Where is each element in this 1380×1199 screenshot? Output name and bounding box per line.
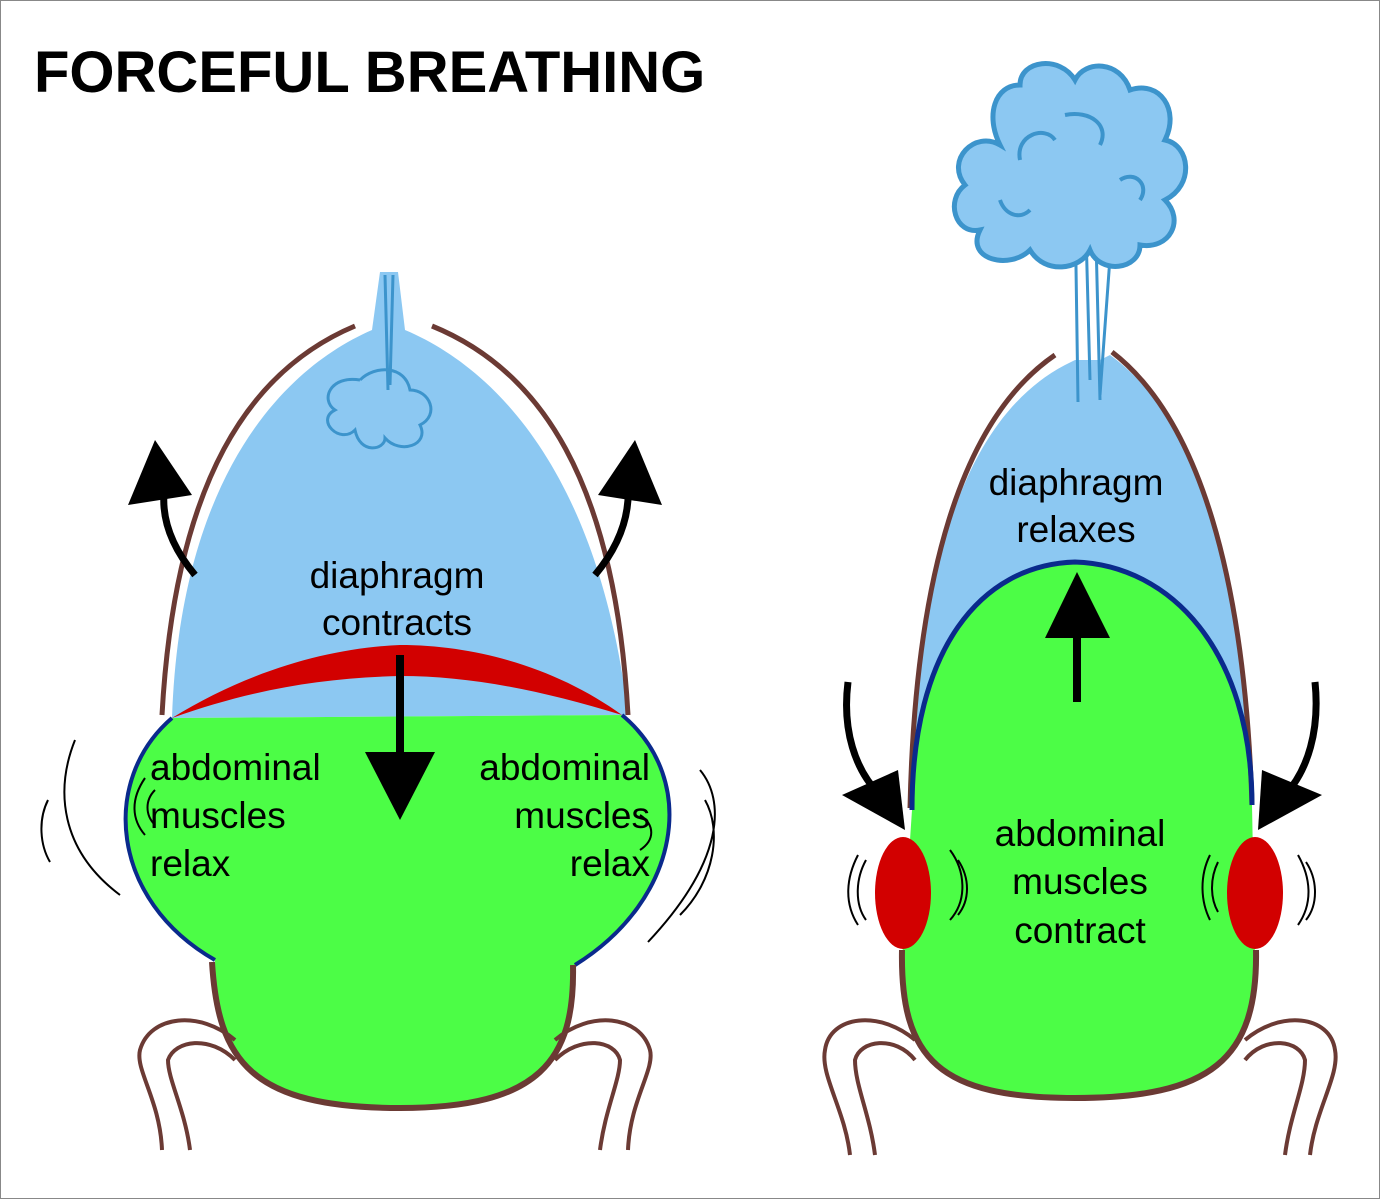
muscles-contract-line2: muscles <box>1012 861 1148 902</box>
left-diaphragm-muscle <box>172 645 622 718</box>
left-muscle-label-line3: relax <box>150 843 231 884</box>
left-legs <box>137 1018 653 1151</box>
contracted-muscle-right <box>1227 837 1283 949</box>
diaphragm-contracts-line1: diaphragm <box>310 555 485 596</box>
muscles-contract-line1: abdominal <box>995 813 1166 854</box>
muscles-contract-line3: contract <box>1014 910 1146 951</box>
vibration-lines-left <box>40 739 156 896</box>
right-thorax-outline <box>907 350 1255 809</box>
left-thorax-air <box>172 272 628 718</box>
left-air-puff <box>326 274 433 450</box>
right-abdomen <box>901 562 1255 1098</box>
diaphragm-relaxes-line1: diaphragm <box>989 462 1164 503</box>
left-muscle-label-line1: abdominal <box>150 747 321 788</box>
left-abdomen-outline-brown <box>209 961 577 1112</box>
diaphragm-up-arrowhead <box>1045 572 1110 638</box>
inhale-figure: diaphragm contracts abdominal muscles re… <box>40 272 716 1151</box>
right-diaphragm-line <box>909 559 1255 811</box>
rib-up-arrowhead-right <box>598 440 662 505</box>
diaphragm-contracts-line2: contracts <box>322 602 472 643</box>
air-jet <box>1073 194 1114 403</box>
contracted-muscle-left <box>875 837 931 949</box>
right-muscle-label-line1: abdominal <box>479 747 650 788</box>
right-legs <box>822 1018 1338 1156</box>
left-muscle-label-line2: muscles <box>150 795 286 836</box>
title: FORCEFUL BREATHING <box>34 40 705 105</box>
left-thorax-outline <box>159 323 631 716</box>
compress-arrowhead-right <box>1258 770 1322 830</box>
diaphragm-down-arrowhead <box>365 752 435 820</box>
exhale-figure: diaphragm relaxes abdominal muscles cont… <box>822 61 1338 1156</box>
rib-up-arrowhead-left <box>128 440 192 505</box>
right-muscle-label-line3: relax <box>570 843 651 884</box>
diaphragm-relaxes-line2: relaxes <box>1016 509 1135 550</box>
vibration-lines-right <box>639 769 716 943</box>
right-abdomen-outline-brown <box>898 949 1260 1102</box>
air-cloud-swirls <box>998 112 1146 218</box>
left-abdomen <box>125 715 670 1108</box>
left-abdomen-outline-blue <box>123 713 672 967</box>
right-muscle-label-line2: muscles <box>514 795 650 836</box>
vibration-lines-exhale <box>847 849 1316 926</box>
compress-arrowhead-left <box>842 770 905 830</box>
